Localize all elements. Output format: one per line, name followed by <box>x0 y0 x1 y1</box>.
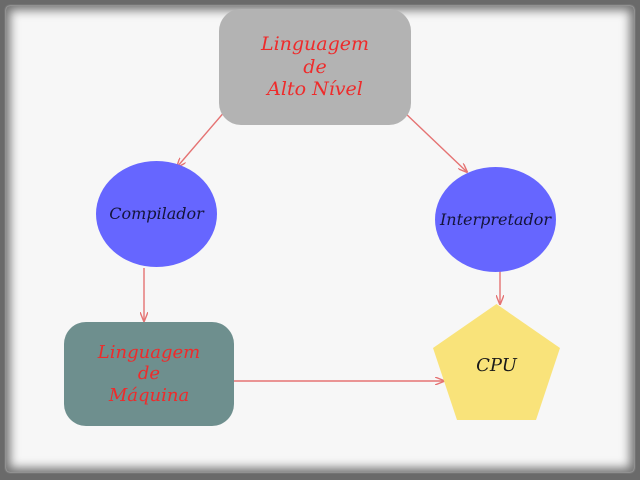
high-level-language-node: Linguagem de Alto Nível <box>219 9 411 125</box>
arrow-high-to-interpreter <box>403 111 467 172</box>
machine-language-label: Linguagem de Máquina <box>97 341 201 406</box>
cpu-pentagon-shape <box>433 304 560 420</box>
machine-language-node: Linguagem de Máquina <box>64 322 234 426</box>
compiler-node: Compilador <box>96 161 217 267</box>
high-level-language-label: Linguagem de Alto Nível <box>260 32 370 101</box>
arrow-high-to-compiler <box>177 109 227 167</box>
cpu-label: CPU <box>476 355 517 377</box>
interpreter-node: Interpretador <box>435 167 556 272</box>
cpu-node: CPU <box>433 304 560 420</box>
interpreter-label: Interpretador <box>439 209 552 229</box>
compiler-label: Compilador <box>109 204 204 224</box>
